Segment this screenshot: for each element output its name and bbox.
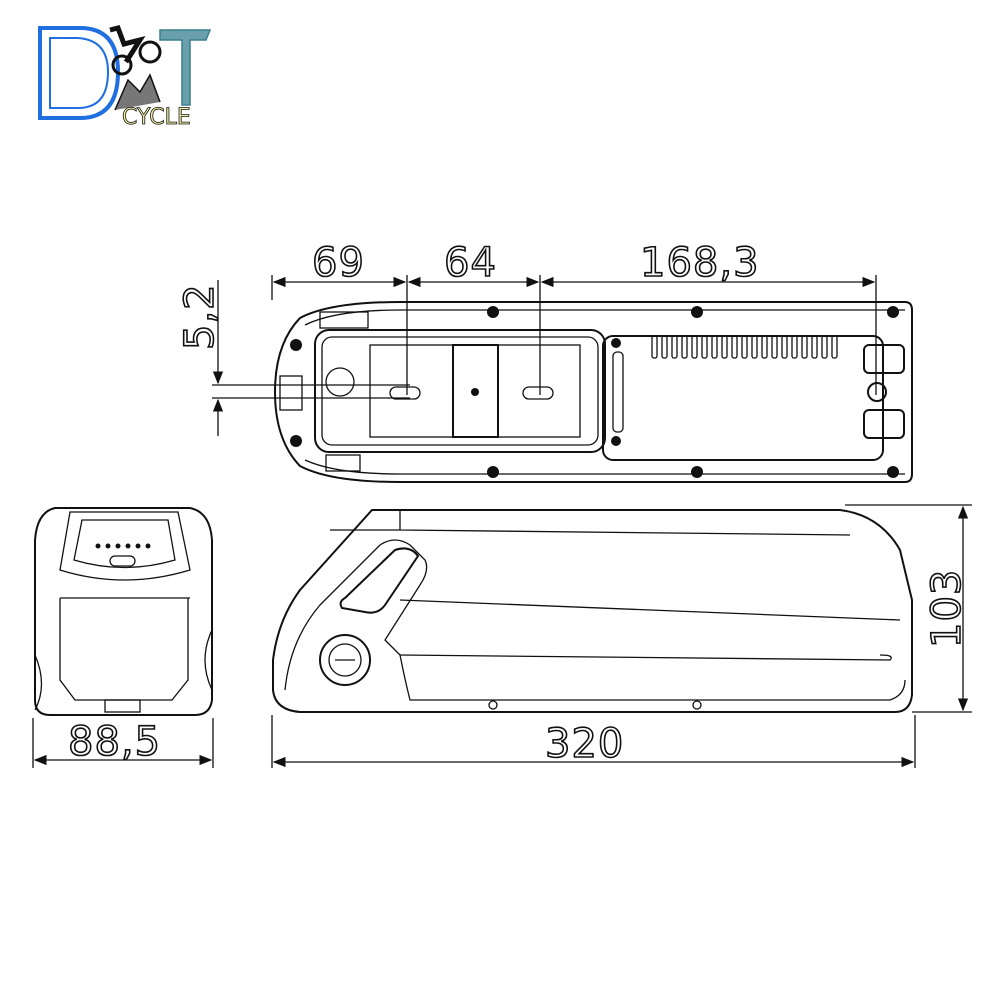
dim-103: 103 [924,569,970,648]
front-width-dimension [32,718,214,768]
power-button-icon [867,382,887,402]
top-dimension-lines [271,275,877,395]
length-dimension [271,715,916,768]
battery-top-view [273,301,913,483]
dim-5-2: 5,2 [177,283,223,350]
dim-69: 69 [312,240,365,286]
dim-168-3: 168,3 [640,240,760,286]
vent-slots [651,335,838,359]
height-dimension [845,504,972,713]
logo-cycle-text: CYCLE [122,105,191,130]
battery-front-view [34,507,213,716]
dim-88-5: 88,5 [68,719,161,765]
dim-64: 64 [444,240,497,286]
dt-cycle-logo: CYCLE [38,25,212,130]
battery-side-view [272,509,913,713]
slot-dimension-lines [212,280,410,436]
dim-320: 320 [545,721,624,767]
rider-icon [109,25,162,111]
